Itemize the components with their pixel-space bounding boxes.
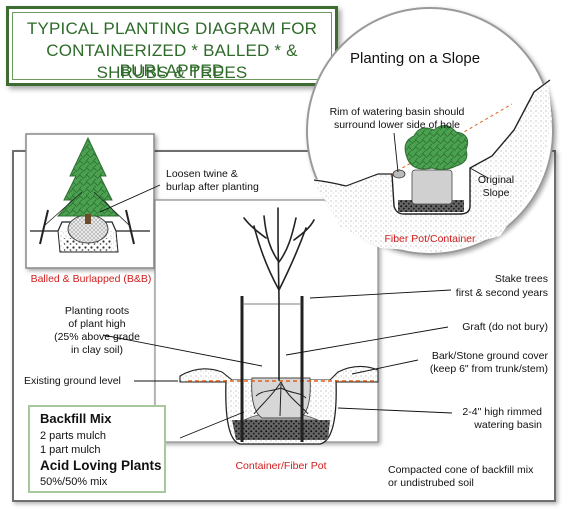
slope-ground-line bbox=[391, 79, 551, 215]
backfill-box: Backfill Mix 2 parts mulch 1 part mulch … bbox=[28, 405, 166, 493]
roots-label-line2: of plant high bbox=[68, 318, 126, 330]
roots-label-line1: Planting roots bbox=[64, 305, 130, 317]
graft-label: Graft (do not bury) bbox=[462, 321, 548, 333]
leader-backfill bbox=[179, 411, 245, 439]
loosen-label-line2: burlap after planting bbox=[166, 181, 259, 193]
bb-panel bbox=[25, 133, 155, 269]
tree-roots bbox=[253, 381, 309, 417]
bark-ground-cover bbox=[179, 365, 379, 383]
backfill-line2: 1 part mulch bbox=[40, 444, 101, 456]
slope-rim-label-line1: Rim of watering basin should bbox=[329, 106, 465, 118]
roots-label-line3: (25% above grade bbox=[54, 331, 140, 343]
backfill-heading: Backfill Mix bbox=[40, 411, 112, 426]
bb-stake-right bbox=[125, 209, 135, 245]
slope-basin-rim bbox=[392, 169, 406, 179]
original-slope-line2: Slope bbox=[482, 187, 510, 199]
basin-label-line1: 2-4" high rimmed bbox=[462, 406, 542, 418]
slope-rim-label-line2: surround lower side of hole bbox=[333, 119, 461, 131]
main-panel bbox=[154, 199, 379, 445]
title-box: TYPICAL PLANTING DIAGRAM FOR CONTAINERIZ… bbox=[6, 6, 338, 86]
compacted-label-line2: or undistrubed soil bbox=[388, 477, 474, 489]
slope-shrub bbox=[404, 125, 469, 171]
leader-bark bbox=[351, 359, 419, 375]
basin-label-line2: watering basin bbox=[474, 419, 542, 431]
title-line-3: SHRUBS & TREES bbox=[96, 63, 248, 82]
bb-gravel-base bbox=[64, 238, 112, 251]
leader-lines bbox=[99, 132, 489, 439]
bb-stake-left bbox=[39, 209, 49, 245]
bb-caption: Balled & Burlapped (B&B) bbox=[30, 273, 152, 285]
slope-root-ball bbox=[411, 169, 453, 205]
gravel-base bbox=[232, 420, 330, 440]
stake-label-line2: first & second years bbox=[455, 287, 548, 299]
loosen-label-line1: Loosen twine & bbox=[166, 168, 238, 180]
ground-level-label: Existing ground level bbox=[24, 375, 121, 387]
slope-caption: Fiber Pot/Container bbox=[384, 233, 476, 245]
container-caption: Container/Fiber Pot bbox=[235, 460, 327, 472]
title-line-1: TYPICAL PLANTING DIAGRAM FOR bbox=[26, 19, 318, 38]
leader-original-slope bbox=[469, 167, 489, 179]
bb-tree-trunk bbox=[85, 214, 91, 224]
leader-basin bbox=[337, 407, 453, 414]
slope-heading: Planting on a Slope bbox=[350, 50, 481, 67]
leader-rim bbox=[393, 132, 399, 173]
leader-loosen-twine bbox=[99, 184, 161, 213]
acid-loving-mix: 50%/50% mix bbox=[40, 476, 108, 488]
deciduous-tree bbox=[243, 207, 315, 381]
main-diagram-frame bbox=[12, 150, 556, 502]
original-slope-line bbox=[391, 103, 513, 175]
bark-label-line1: Bark/Stone ground cover bbox=[431, 350, 548, 362]
slope-soil bbox=[312, 80, 552, 252]
leader-graft bbox=[285, 326, 449, 356]
title-line-2: CONTAINERIZED * BALLED * & BURLAPPED bbox=[46, 41, 298, 80]
backfill-line1: 2 parts mulch bbox=[40, 430, 107, 442]
slope-panel bbox=[306, 7, 554, 255]
acid-loving-heading: Acid Loving Plants bbox=[40, 458, 162, 473]
leader-roots bbox=[102, 334, 263, 367]
bark-label-line2: (keep 6" from trunk/stem) bbox=[429, 363, 548, 375]
stake-label-line1: Stake trees bbox=[494, 273, 548, 285]
roots-label-line4: in clay soil) bbox=[71, 344, 123, 356]
original-slope-line1: Original bbox=[477, 174, 515, 186]
leader-stake bbox=[309, 289, 452, 299]
compacted-label-line1: Compacted cone of backfill mix bbox=[388, 464, 534, 476]
title-box-inner-border bbox=[12, 12, 332, 80]
